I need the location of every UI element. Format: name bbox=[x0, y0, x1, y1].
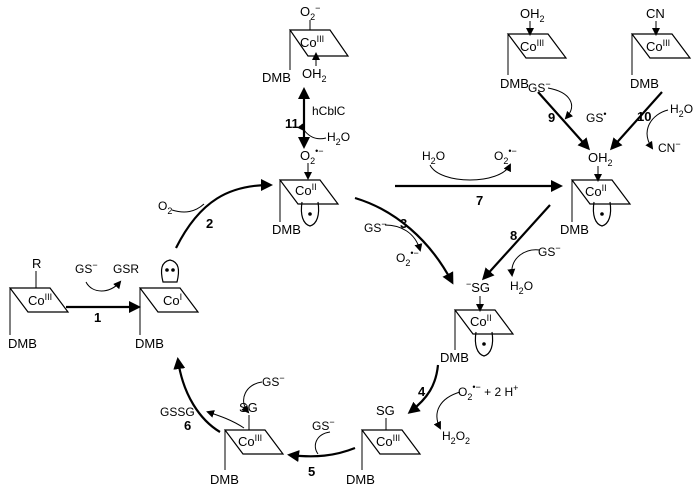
thiolate-ligand: SG bbox=[239, 400, 258, 415]
dmb-label: DMB bbox=[8, 336, 37, 351]
water-ligand: OH2 bbox=[588, 150, 613, 168]
superoxide: O2•− + 2 H+ bbox=[458, 382, 518, 402]
alkylcobalamin-complex: R CoIII DMB bbox=[8, 256, 70, 351]
superoxide-ligand: O2•− bbox=[300, 146, 324, 166]
dmb-label: DMB bbox=[210, 472, 239, 487]
water: H2O bbox=[327, 130, 350, 147]
glutathione-anion: GS− bbox=[528, 79, 551, 95]
dmb-label: DMB bbox=[272, 222, 301, 237]
step-4-arrow: O2•− + 2 H+ H2O2 4 bbox=[407, 364, 518, 446]
step-3-arrow: GS− O2•− 3 bbox=[354, 196, 454, 285]
step-label: 8 bbox=[510, 228, 517, 243]
step-label: 3 bbox=[400, 216, 407, 231]
step-2-arrow: O2 2 bbox=[158, 179, 273, 249]
glutathionyl-cob-ii-complex: −SG CoII DMB bbox=[440, 279, 515, 365]
glutathionylcobalamin-complex-2: SG CoIII DMB bbox=[210, 400, 285, 487]
cobalt-label: CoIII bbox=[238, 433, 262, 449]
water-ligand: OH2 bbox=[520, 6, 545, 24]
hcblc-enzyme: hCblC bbox=[312, 104, 346, 118]
step-8-arrow: GS− H2O 8 bbox=[481, 204, 561, 296]
step-6-arrow: GS− GSSG 6 bbox=[160, 357, 285, 433]
thiolate-ligand: SG bbox=[376, 403, 395, 418]
cobalt-label: CoIII bbox=[28, 292, 52, 308]
cobalt-label: CoII bbox=[585, 183, 607, 199]
cyanide: CN− bbox=[658, 139, 681, 155]
cyanide-ligand: CN bbox=[646, 6, 665, 21]
step-label: 4 bbox=[418, 384, 426, 399]
step-label: 6 bbox=[184, 418, 191, 433]
cobalt-label: CoII bbox=[295, 182, 317, 198]
superoxide: O2•− bbox=[494, 146, 517, 166]
water: H2O bbox=[422, 149, 445, 166]
cob-ii-superoxide-complex: O2•− CoII DMB bbox=[272, 146, 340, 237]
aquacobalamin-complex: OH2 CoIII DMB bbox=[500, 6, 568, 91]
glutathione-disulfide: GSSG bbox=[160, 405, 195, 419]
step-label: 5 bbox=[308, 464, 315, 479]
glutathione-anion: GS− bbox=[312, 417, 335, 433]
corrin-plane bbox=[630, 33, 692, 59]
gsr-product: GSR bbox=[113, 262, 139, 276]
cobalt-label: CoIII bbox=[300, 34, 324, 50]
superoxide: O2•− bbox=[396, 248, 419, 268]
cobalt-label: CoIII bbox=[520, 38, 544, 54]
step-label: 10 bbox=[637, 109, 651, 124]
glutathione-anion: GS− bbox=[364, 219, 387, 235]
step-label: 9 bbox=[548, 110, 555, 125]
dmb-label: DMB bbox=[346, 472, 375, 487]
step-label: 11 bbox=[285, 116, 299, 131]
aqua-cob-ii-complex: OH2 CoII DMB bbox=[560, 150, 632, 237]
step-7-arrow: H2O O2•− 7 bbox=[395, 146, 563, 208]
dioxygen: O2 bbox=[158, 199, 172, 216]
step-10-arrow: H2O CN− 10 bbox=[610, 91, 693, 155]
glutathionyl-radical: GS• bbox=[586, 109, 607, 125]
glutathionylcobalamin-complex: SG CoIII DMB bbox=[346, 403, 422, 487]
hydrogen-peroxide: H2O2 bbox=[442, 429, 470, 446]
corrin-plane bbox=[278, 179, 340, 205]
glutathione-anion: GS− bbox=[75, 260, 98, 276]
superoxocobalamin-complex: O2− CoIII OH2 DMB bbox=[262, 3, 350, 85]
corrin-plane bbox=[223, 429, 285, 455]
step-9-arrow: GS− GS• 9 bbox=[528, 79, 607, 151]
thiolate-ligand: −SG bbox=[466, 279, 490, 295]
dmb-label: DMB bbox=[630, 76, 659, 91]
water-ligand: OH2 bbox=[302, 66, 327, 84]
axial-ligand: R bbox=[32, 256, 41, 271]
cobalt-label: CoIII bbox=[376, 433, 400, 449]
step-1-arrow: GS− GSR 1 bbox=[66, 260, 141, 325]
dmb-label: DMB bbox=[500, 76, 529, 91]
cyanocobalamin-complex: CN CoIII DMB bbox=[630, 6, 692, 91]
step-11-arrow: hCblC H2O 11 bbox=[285, 87, 350, 149]
dmb-label: DMB bbox=[135, 336, 164, 351]
cobalt-label: CoII bbox=[470, 313, 492, 329]
superoxo-ligand: O2− bbox=[300, 3, 320, 22]
dmb-label: DMB bbox=[262, 70, 291, 85]
cob-i-alamin-complex: CoI DMB bbox=[135, 259, 200, 351]
step-label: 2 bbox=[206, 216, 213, 231]
dmb-label: DMB bbox=[560, 222, 589, 237]
cobalt-label: CoIII bbox=[646, 38, 670, 54]
glutathione-anion: GS− bbox=[262, 373, 285, 389]
step-label: 1 bbox=[94, 310, 101, 325]
corrin-plane bbox=[506, 33, 568, 59]
step-label: 7 bbox=[476, 193, 483, 208]
step-5-arrow: GS− 5 bbox=[287, 417, 356, 479]
cobalt-label: CoI bbox=[163, 292, 182, 308]
corrin-plane bbox=[453, 309, 515, 335]
corrin-plane bbox=[138, 287, 200, 313]
glutathione-anion: GS− bbox=[538, 243, 561, 259]
corrin-plane bbox=[288, 29, 350, 57]
dmb-label: DMB bbox=[440, 350, 469, 365]
corrin-plane bbox=[360, 429, 422, 455]
corrin-plane bbox=[8, 287, 70, 313]
water: H2O bbox=[510, 279, 533, 296]
water: H2O bbox=[670, 102, 693, 119]
corrin-plane bbox=[570, 179, 632, 205]
